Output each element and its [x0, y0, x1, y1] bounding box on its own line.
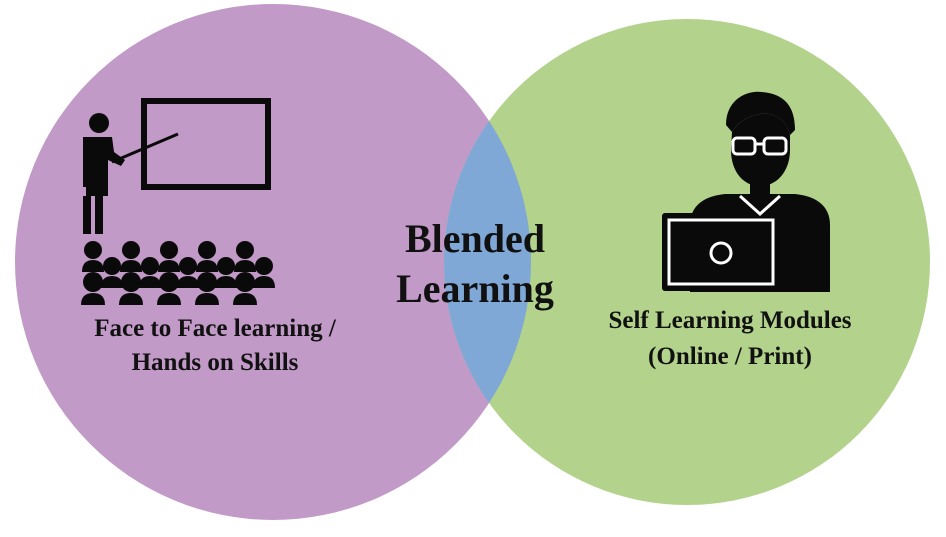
audience-person-body: [139, 276, 161, 288]
center-label-line1: Blended: [404, 216, 546, 261]
right-label-line2: (Online / Print): [648, 343, 812, 370]
audience-person-head: [103, 257, 121, 275]
audience-person-head: [122, 241, 140, 259]
right-label-line1: Self Learning Modules: [608, 307, 852, 334]
student-details: [667, 136, 788, 286]
audience-person-head: [83, 272, 103, 292]
audience-person-head: [236, 241, 254, 259]
audience-icon: [81, 241, 275, 305]
teacher-presenting-icon: [83, 98, 271, 234]
audience-person-body: [119, 293, 143, 305]
audience-person-body: [234, 260, 256, 272]
audience-person-body: [157, 293, 181, 305]
audience-person-head: [84, 241, 102, 259]
audience-person-body: [101, 276, 123, 288]
audience-person-body: [215, 276, 237, 288]
audience-person-body: [233, 293, 257, 305]
audience-person-head: [121, 272, 141, 292]
audience-person-body: [195, 293, 219, 305]
audience-person-body: [177, 276, 199, 288]
audience-person-head: [159, 272, 179, 292]
student-laptop-icon: [662, 91, 830, 292]
audience-person-head: [179, 257, 197, 275]
audience-person-head: [235, 272, 255, 292]
audience-person-head: [255, 257, 273, 275]
audience-person-body: [196, 260, 218, 272]
audience-person-body: [158, 260, 180, 272]
audience-person-body: [253, 276, 275, 288]
audience-person-head: [160, 241, 178, 259]
left-label-line1: Face to Face learning /: [94, 315, 336, 342]
audience-person-body: [82, 260, 104, 272]
center-label-line2: Learning: [396, 266, 554, 311]
audience-person-body: [81, 293, 105, 305]
audience-person-head: [141, 257, 159, 275]
audience-person-body: [120, 260, 142, 272]
audience-person-head: [217, 257, 235, 275]
audience-person-head: [198, 241, 216, 259]
left-label-line2: Hands on Skills: [131, 349, 299, 376]
audience-person-head: [197, 272, 217, 292]
